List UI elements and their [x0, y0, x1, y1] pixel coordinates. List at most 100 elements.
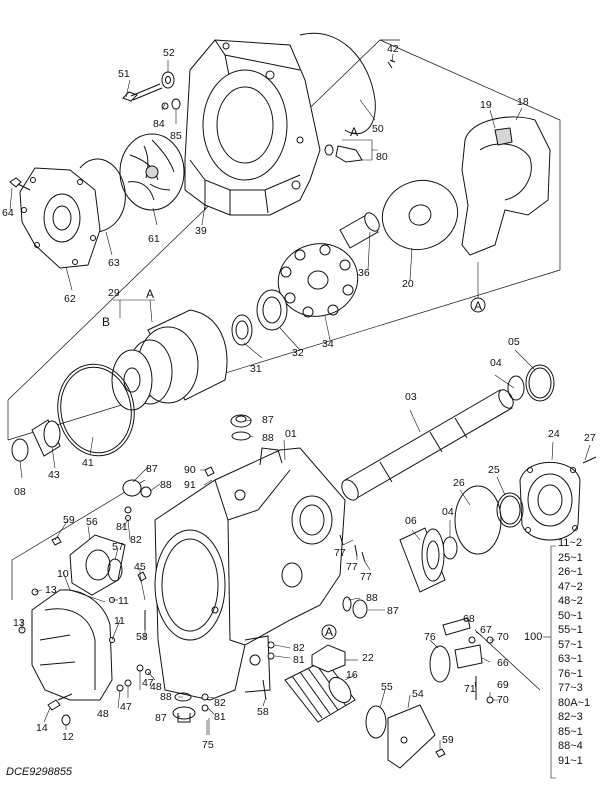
label-05: 05 [508, 336, 520, 348]
part-64-bolt [9, 177, 31, 191]
label-87-right: 87 [387, 605, 399, 617]
part-84-85-fittings [161, 98, 181, 110]
label-70-b: 70 [497, 694, 509, 706]
label-31: 31 [250, 363, 262, 375]
label-59-a: 59 [63, 514, 75, 526]
label-68: 68 [463, 613, 475, 625]
callout-letter-a-yoke: A [474, 299, 482, 313]
part-14-bolt [47, 693, 73, 711]
part-90-plug [204, 466, 215, 477]
kit-item: 85~1 [558, 725, 583, 738]
part-20-plate [381, 180, 459, 250]
label-45: 45 [134, 561, 146, 573]
part-50-gasket [299, 32, 376, 135]
label-71: 71 [464, 683, 476, 695]
label-90: 90 [184, 464, 196, 476]
part-41-gasket [57, 363, 135, 457]
label-19: 19 [480, 99, 492, 111]
kit-item: 80A~1 [558, 696, 591, 709]
part-04-ring [507, 375, 525, 401]
part-16-tube [284, 659, 356, 723]
kit-number: 100 [524, 631, 543, 643]
label-10: 10 [57, 568, 69, 580]
label-52: 52 [163, 47, 175, 59]
label-22: 22 [362, 652, 374, 664]
label-50: 50 [372, 123, 384, 135]
leader-lines [9, 53, 591, 750]
kit-item: 57~1 [558, 638, 583, 651]
label-59-b: 59 [442, 734, 454, 746]
part-66-71-linkage [442, 617, 494, 704]
part-08-ring [11, 438, 29, 462]
part-59-screw-lower [435, 748, 446, 758]
part-04b-ring [442, 536, 458, 560]
part-labels: 01 03 04 04 05 06 08 10 11 11 12 13 13 1… [2, 43, 596, 751]
label-76: 76 [424, 631, 436, 643]
label-03: 03 [405, 391, 417, 403]
label-04-lower: 04 [442, 506, 454, 518]
label-06: 06 [405, 515, 417, 527]
label-81-a: 81 [116, 521, 128, 533]
kit-item: 82~3 [558, 711, 583, 723]
label-88-right: 88 [366, 592, 378, 604]
kit-item: 63~1 [558, 653, 583, 665]
kit-item: 76~1 [558, 667, 583, 680]
part-81-82-fittings [124, 506, 132, 521]
part-10-gear-cover [31, 589, 113, 701]
label-34: 34 [322, 338, 334, 350]
label-80: 80 [376, 151, 388, 163]
part-80-fitting [324, 144, 363, 163]
kit-item: 77~3 [558, 682, 583, 694]
callout-letter-b-29: B [102, 315, 110, 329]
part-01-housing [154, 447, 346, 701]
label-42: 42 [387, 43, 399, 55]
part-27-screw [582, 456, 597, 464]
part-54-cover [387, 704, 436, 769]
label-43: 43 [48, 469, 60, 481]
callout-letter-a-80: A [350, 125, 358, 139]
label-88-lower: 88 [160, 691, 172, 703]
part-43-bearing [31, 419, 61, 457]
label-62: 62 [64, 293, 76, 305]
part-88-87-right [342, 596, 368, 619]
label-08: 08 [14, 486, 26, 498]
label-77-b: 77 [346, 561, 358, 573]
label-58-a: 58 [136, 631, 148, 643]
label-57: 57 [112, 541, 124, 553]
part-62-cover [19, 167, 101, 269]
part-55-oring [365, 705, 387, 739]
callout-letters: A A B A A [102, 125, 482, 639]
label-20: 20 [402, 278, 414, 290]
kit-item: 25~1 [558, 551, 583, 564]
kit-item: 48~2 [558, 595, 583, 607]
part-58-screw-lower [262, 679, 267, 701]
label-88-left: 88 [160, 479, 172, 491]
label-13-a: 13 [45, 584, 57, 596]
label-36: 36 [358, 267, 370, 279]
label-04-top: 04 [490, 357, 502, 369]
part-52-washer [161, 71, 175, 89]
label-16: 16 [346, 669, 358, 681]
part-31-seal [231, 314, 253, 346]
label-85: 85 [170, 130, 182, 142]
part-34-plate [277, 243, 359, 318]
part-77-screws [339, 534, 366, 563]
part-88-87-lower-left [172, 692, 196, 723]
kit-bracket [543, 545, 556, 779]
label-11-b: 11 [114, 615, 125, 627]
label-55: 55 [381, 681, 393, 693]
part-76-oring [429, 645, 451, 683]
label-18: 18 [517, 96, 529, 108]
callout-a-upper [470, 262, 486, 313]
label-47-a: 47 [120, 701, 132, 713]
part-61-impeller [119, 133, 185, 211]
callout-a-lower [321, 624, 337, 640]
label-77-c: 77 [360, 571, 372, 583]
part-45-plug [137, 571, 147, 582]
part-36-sleeve [339, 212, 380, 249]
label-82-a: 82 [130, 534, 142, 546]
label-87-left: 87 [146, 463, 158, 475]
label-48-a: 48 [97, 708, 109, 720]
label-70-a: 70 [497, 631, 509, 643]
label-41: 41 [82, 457, 94, 469]
